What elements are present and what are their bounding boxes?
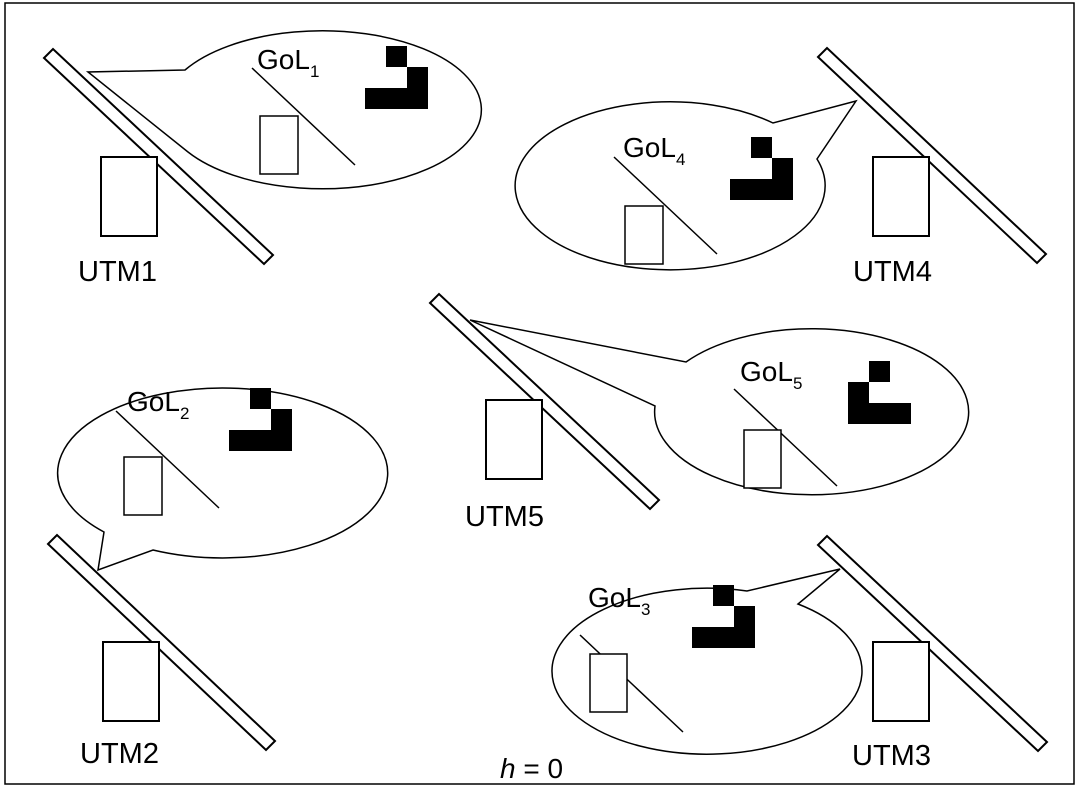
gol1-glider-pattern: [365, 46, 428, 109]
gol4-mini-tape: [613, 156, 718, 255]
gol5-cell: [848, 403, 911, 424]
gol3-glider-pattern: [692, 585, 755, 648]
utm1-group: UTM1 GoL1: [42, 30, 483, 288]
gol5-cell: [869, 361, 890, 382]
utm5-tape: [428, 292, 661, 511]
gol4-cell: [772, 158, 793, 179]
utm2-group: UTM2 GoL2: [46, 386, 389, 770]
utm1-tape: [42, 47, 275, 266]
gol4-label: GoL4: [623, 132, 685, 169]
utm1-label: UTM1: [78, 256, 157, 288]
gol1-label: GoL1: [257, 44, 319, 81]
utm2-tape: [46, 533, 277, 752]
gol3-mini-tape: [579, 634, 684, 733]
utm5-group: UTM5 GoL5: [428, 292, 970, 533]
gol4-glider-pattern: [730, 137, 793, 200]
gol4-mini-head: [624, 205, 664, 265]
utm3-tape: [816, 534, 1049, 753]
gol2-mini-tape: [115, 410, 220, 509]
utm5-label: UTM5: [465, 501, 544, 533]
gol1-mini-head: [259, 115, 299, 175]
gol2-label: GoL2: [127, 386, 189, 423]
gol5-mini-head: [743, 429, 782, 489]
utm4-group: UTM4 GoL4: [514, 46, 1048, 288]
gol1-speech-bubble: [85, 30, 483, 190]
gol1-cell: [386, 46, 407, 67]
gol1-mini-tape: [251, 67, 356, 166]
gol2-cell: [250, 388, 271, 409]
gol3-cell: [734, 606, 755, 627]
gol3-speech-bubble: [551, 568, 863, 755]
utm4-label: UTM4: [853, 256, 932, 288]
gol5-glider-pattern: [848, 361, 911, 424]
gol4-cell: [730, 179, 793, 200]
gol1-cell: [407, 67, 428, 88]
gol3-cell: [713, 585, 734, 606]
utm3-group: UTM3 GoL3: [551, 534, 1049, 772]
utm3-head-box: [872, 641, 930, 722]
gol2-cell: [271, 409, 292, 430]
gol2-mini-head: [123, 456, 163, 516]
gol3-label: GoL3: [588, 582, 650, 619]
utm3-label: UTM3: [852, 740, 931, 772]
gol1-cell: [365, 88, 428, 109]
utm5-head-box: [485, 399, 543, 480]
gol5-label: GoL5: [740, 356, 802, 393]
utm2-label: UTM2: [80, 738, 159, 770]
gol5-cell: [848, 382, 869, 403]
gol5-mini-tape: [733, 388, 838, 487]
gol5-speech-bubble: [469, 319, 970, 496]
utm4-head-box: [872, 156, 930, 237]
time-step-label: h = 0: [500, 753, 563, 784]
gol3-cell: [692, 627, 755, 648]
utm4-tape: [816, 46, 1048, 265]
gol2-glider-pattern: [229, 388, 292, 451]
utm2-head-box: [102, 641, 160, 722]
gol3-mini-head: [589, 653, 628, 713]
gol4-cell: [751, 137, 772, 158]
gol2-cell: [229, 430, 292, 451]
utm1-head-box: [100, 156, 158, 237]
